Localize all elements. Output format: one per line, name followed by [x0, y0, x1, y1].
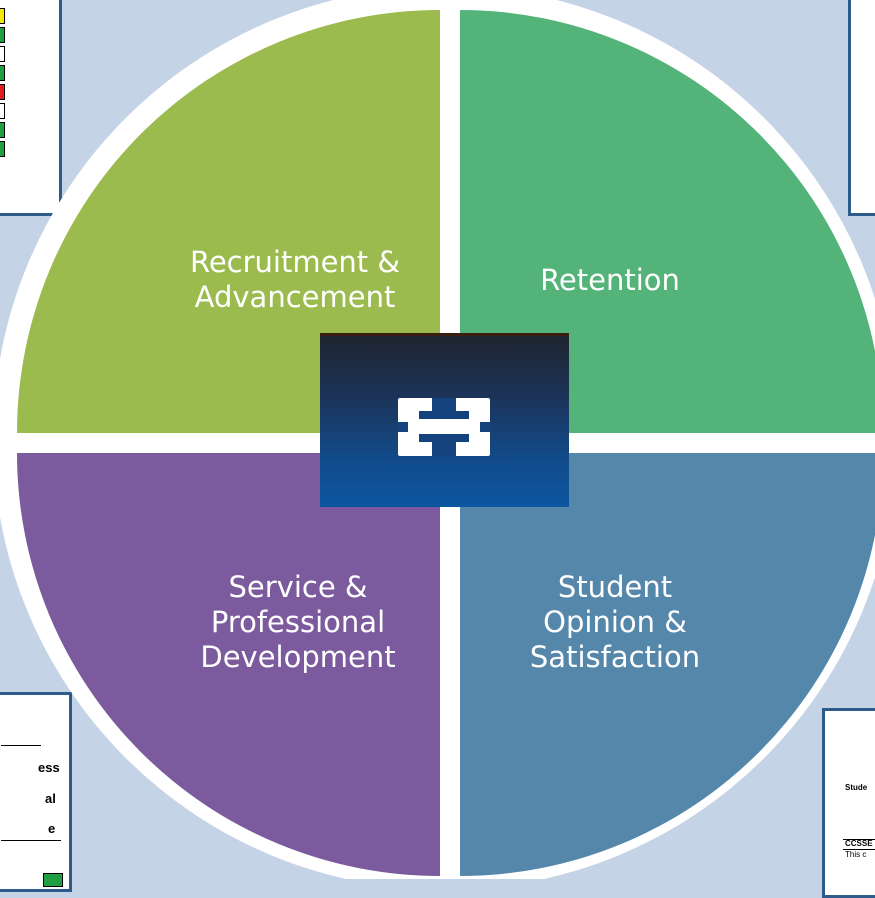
quadrant-student-opinion[interactable] [460, 453, 875, 876]
table-line [1, 745, 41, 746]
card-text-line-3: e [48, 821, 56, 836]
quadrant-recruitment[interactable] [17, 10, 440, 433]
status-cell [0, 46, 5, 62]
table-line [843, 839, 875, 840]
institution-logo-icon [398, 398, 490, 456]
bottom-right-card: Stude CCSSE This c [822, 708, 875, 898]
status-cell [0, 141, 5, 157]
status-cell [0, 8, 5, 24]
card-text-line-2: al [45, 791, 56, 806]
top-right-card [848, 0, 875, 216]
status-cell [0, 84, 5, 100]
label-student-opinion: Student Opinion & Satisfaction [529, 570, 701, 674]
status-cell [0, 65, 5, 81]
center-logo [320, 333, 569, 507]
table-line [1, 840, 61, 841]
status-cell [0, 103, 5, 119]
status-cell [0, 122, 5, 138]
quadrant-retention[interactable] [460, 10, 875, 433]
card-row-label: CCSSE [845, 839, 873, 848]
card-row-text: This c [845, 850, 867, 859]
status-cell [0, 27, 5, 43]
label-recruitment: Recruitment & Advancement [189, 245, 401, 314]
top-left-status-card [0, 0, 62, 216]
quadrant-service[interactable] [17, 453, 440, 876]
label-service: Service & Professional Development [200, 570, 396, 674]
table-line [843, 849, 875, 850]
card-text-line-1: ess [38, 760, 60, 775]
card-header: Stude [845, 783, 868, 792]
label-retention: Retention [540, 263, 680, 297]
